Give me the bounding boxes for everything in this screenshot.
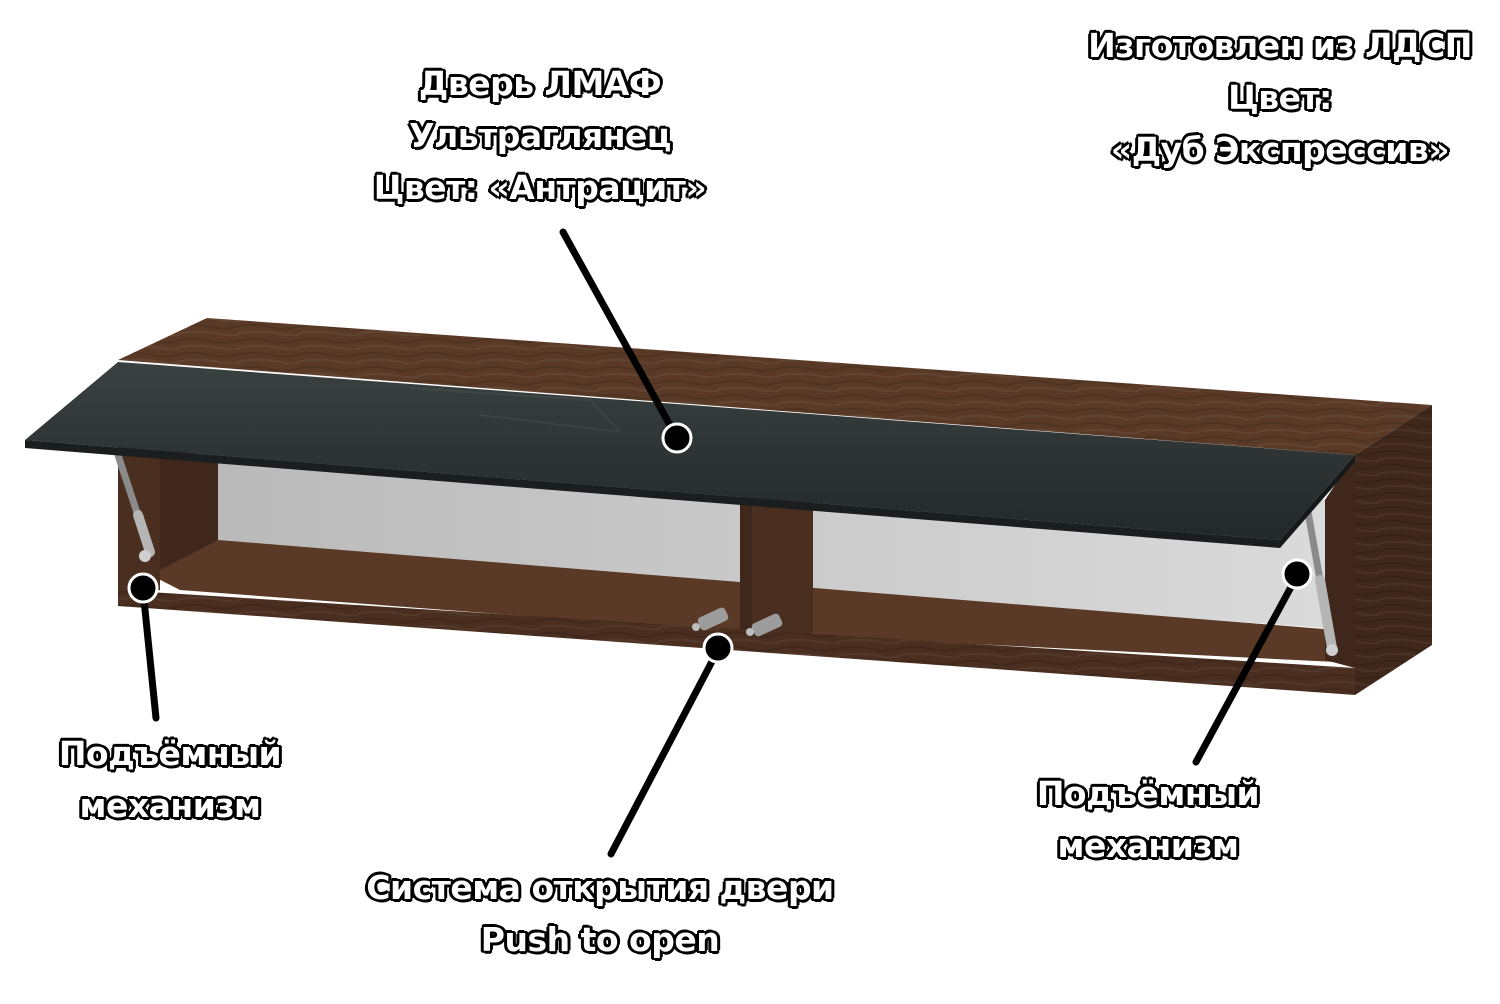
door-edge bbox=[25, 440, 1280, 548]
leader-door bbox=[559, 228, 693, 454]
label-lift-left-line1: Подъёмный bbox=[58, 734, 282, 773]
label-door-line3: Цвет: «Антрацит» bbox=[373, 168, 707, 207]
cabinet-divider-side bbox=[740, 470, 752, 640]
label-push: Система открытия двери Push to open bbox=[300, 862, 900, 966]
leader-lift-left bbox=[127, 572, 160, 722]
label-push-line2: Push to open bbox=[480, 920, 720, 959]
cabinet-right-inner bbox=[1325, 455, 1355, 668]
cabinet-right-side-grain bbox=[1355, 405, 1432, 695]
leader-lift-right bbox=[1192, 558, 1313, 766]
label-lift-left: Подъёмный механизм bbox=[20, 728, 320, 832]
gas-lift-right bbox=[1304, 508, 1338, 656]
cabinet-left-inner bbox=[160, 440, 218, 570]
label-door-line1: Дверь ЛМАФ bbox=[418, 64, 662, 103]
label-lift-left-line2: механизм bbox=[79, 786, 261, 825]
label-door-line2: Ультраглянец bbox=[409, 116, 671, 155]
label-door: Дверь ЛМАФ Ультраглянец Цвет: «Антрацит» bbox=[340, 58, 740, 214]
door-edge-right bbox=[1280, 455, 1355, 548]
cabinet-bottom-edge-grain bbox=[118, 590, 1355, 695]
label-material-line3: «Дуб Экспрессив» bbox=[1110, 130, 1450, 169]
label-material-line1: Изготовлен из ЛДСП bbox=[1088, 26, 1472, 65]
push-latch-left bbox=[692, 607, 729, 631]
cabinet-top-grain bbox=[118, 318, 1432, 455]
door-panel bbox=[25, 362, 1355, 548]
label-material: Изготовлен из ЛДСП Цвет: «Дуб Экспрессив… bbox=[1070, 20, 1490, 176]
push-latch-right bbox=[746, 613, 783, 637]
label-lift-right-line1: Подъёмный bbox=[1036, 774, 1260, 813]
label-material-line2: Цвет: bbox=[1228, 78, 1332, 117]
label-lift-right-line2: механизм bbox=[1057, 826, 1239, 865]
gas-lift-left bbox=[114, 451, 155, 562]
door-face bbox=[25, 362, 1355, 540]
cabinet-middle-divider bbox=[740, 470, 813, 635]
label-lift-right: Подъёмный механизм bbox=[998, 768, 1298, 872]
leader-push bbox=[607, 632, 734, 858]
label-push-line1: Система открытия двери bbox=[366, 868, 834, 907]
